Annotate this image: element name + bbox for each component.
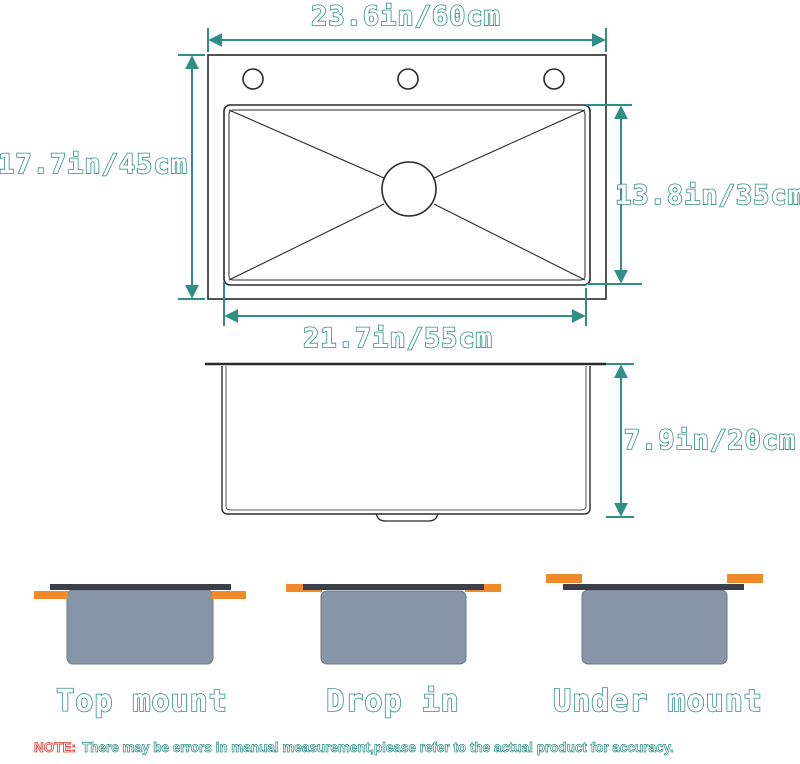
basin [66, 589, 214, 665]
basin-slope-line [433, 109, 586, 179]
countertop-left [546, 574, 582, 583]
note-label: NOTE: [34, 740, 77, 756]
basin-width-label: 21.7in/55cm [303, 323, 493, 354]
basin-outline [223, 104, 591, 286]
top-mount-label: Top mount [56, 684, 228, 719]
side-drain [375, 513, 439, 522]
drain-circle [381, 161, 437, 217]
basin-slope-line [433, 203, 586, 281]
top-width-label: 23.6in/60cm [311, 1, 501, 32]
sink-rim [563, 584, 744, 590]
dimension-lines [178, 28, 642, 326]
faucet-hole-right [543, 68, 565, 90]
basin-slope-line [228, 109, 385, 179]
depth-label: 7.9in/20cm [624, 425, 797, 456]
under-mount-label: Under mount [553, 684, 763, 719]
side-basin-outline [221, 366, 591, 515]
top-mount-illustration [34, 584, 246, 665]
side-basin-inner [225, 366, 587, 511]
sink-rim [50, 584, 231, 590]
basin-height-label: 13.8in/35cm [615, 180, 800, 211]
sink-top-view [207, 54, 607, 300]
basin-slope-line [228, 203, 385, 281]
sink-rim [303, 584, 484, 590]
basin [320, 590, 467, 665]
countertop-left [34, 591, 68, 599]
basin-inner-outline [228, 109, 586, 281]
basin [581, 589, 728, 665]
depth-dimension [606, 363, 634, 518]
countertop-right [727, 574, 763, 583]
drop-in-label: Drop in [326, 684, 459, 719]
disclaimer-note: NOTE: There may be errors in manual measu… [34, 740, 794, 756]
under-mount-illustration [546, 574, 763, 665]
faucet-hole-left [242, 68, 264, 90]
countertop-right [212, 591, 246, 599]
left-height-label: 17.7in/45cm [0, 149, 188, 180]
sink-side-view [205, 362, 606, 522]
drop-in-illustration [286, 584, 501, 665]
note-text: There may be errors in manual measuremen… [82, 740, 674, 756]
faucet-hole-center [397, 68, 419, 90]
